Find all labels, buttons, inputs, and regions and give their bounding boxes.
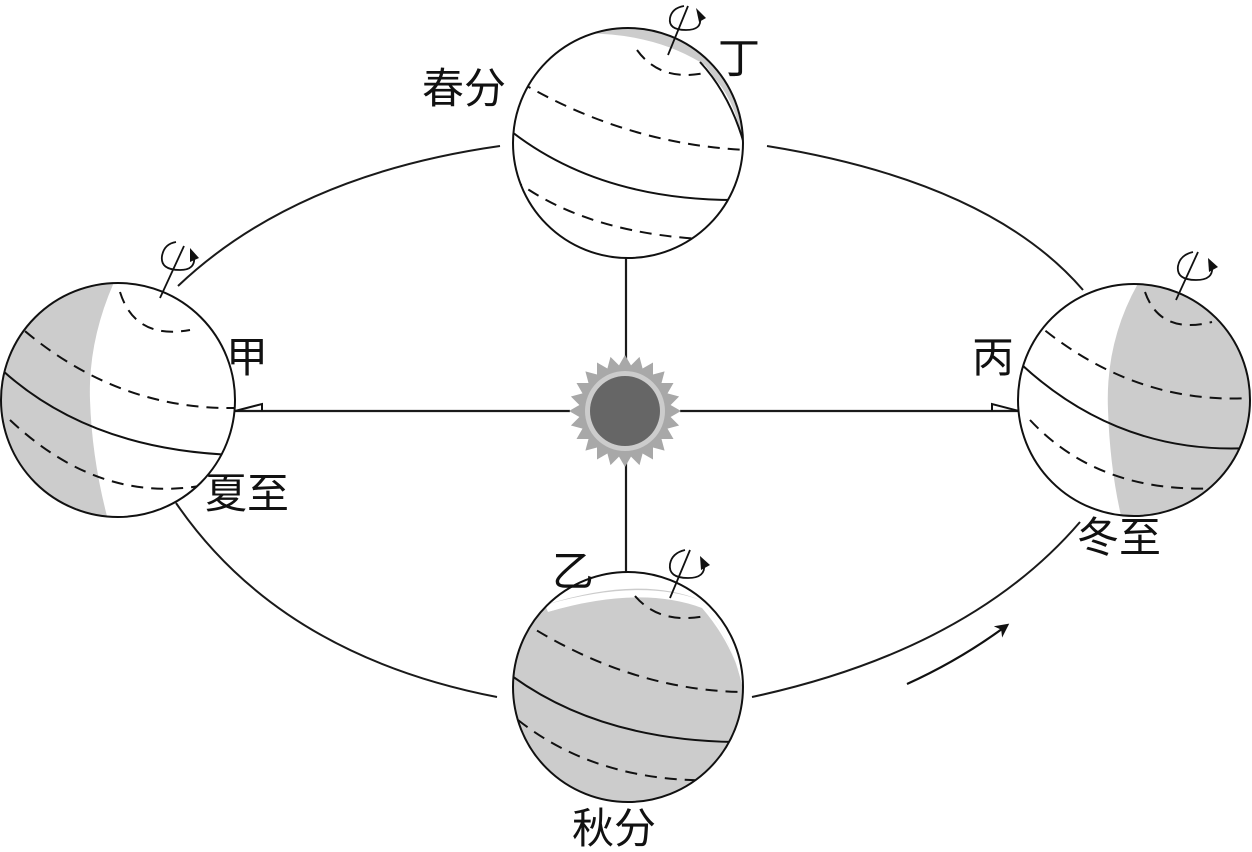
orbit-direction-arrow-icon (906, 623, 1010, 686)
rotation-arrow-icon (1208, 258, 1218, 272)
label-winter-solstice: 冬至 (1077, 513, 1161, 562)
label-summer-solstice: 夏至 (205, 469, 289, 518)
orbit-path (175, 145, 1084, 698)
earth-axis-summer (159, 241, 199, 299)
sun-icon (569, 355, 681, 467)
globe-spring-equinox (512, 27, 744, 259)
label-spring-equinox: 春分 (422, 64, 506, 113)
globe-winter-solstice (1017, 283, 1251, 517)
label-position-jia: 甲 (226, 333, 268, 382)
globe-summer-solstice (0, 282, 236, 518)
earth-axis-spring (667, 5, 706, 56)
rotation-arrow-icon (700, 556, 710, 570)
label-position-ding: 丁 (718, 34, 760, 83)
rotation-arrow-icon (696, 8, 706, 22)
earth-axis-winter (1175, 251, 1218, 301)
label-position-bing: 丙 (972, 333, 1014, 382)
earth-axis-autumn (668, 549, 710, 599)
globe-autumn-equinox (512, 571, 744, 803)
label-autumn-equinox: 秋分 (572, 804, 656, 852)
rotation-arrow-icon (190, 248, 199, 262)
label-position-yi: 乙 (552, 547, 594, 596)
